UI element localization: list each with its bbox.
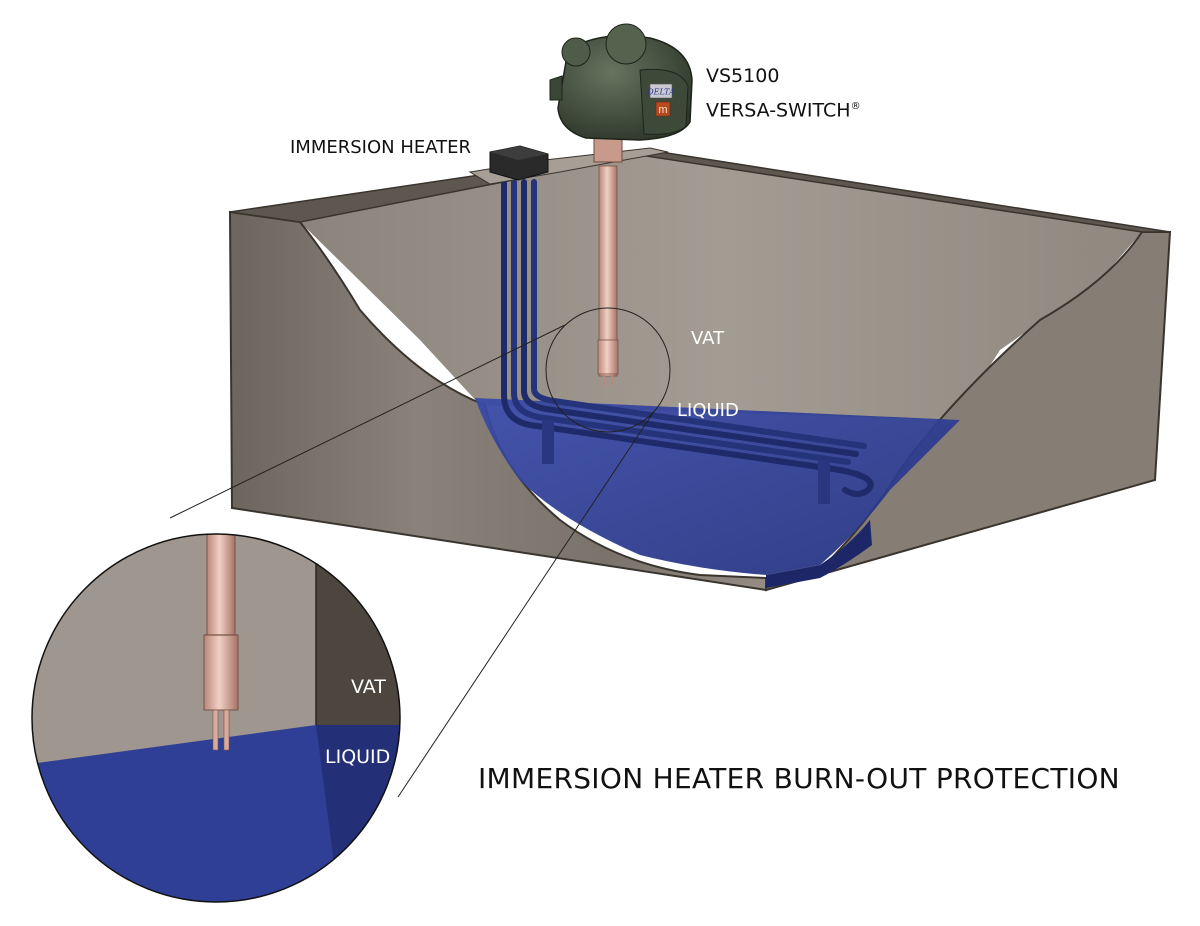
heater-bracket-right <box>818 460 830 504</box>
zoom-probe-stem <box>207 515 235 635</box>
label-liquid-zoom: LIQUID <box>325 746 390 768</box>
probe-tip-collar <box>598 340 618 374</box>
diagram-title: IMMERSION HEATER BURN-OUT PROTECTION <box>478 762 1120 795</box>
zoom-probe-sleeve <box>204 635 238 710</box>
switch-cover-left <box>562 38 590 66</box>
zoom-probe-prong-left <box>213 710 218 750</box>
heater-bracket-left <box>542 420 554 464</box>
label-vat: VAT <box>691 328 724 349</box>
label-model: VS5100 <box>706 64 779 88</box>
label-liquid: LIQUID <box>677 400 739 421</box>
label-product-mark: ® <box>851 101 861 112</box>
switch-mount-ear <box>550 76 562 100</box>
zoom-inset <box>30 515 406 910</box>
label-product-name: VERSA-SWITCH <box>706 99 851 121</box>
brand-logo: DELTA <box>646 88 675 97</box>
switch-cover-right <box>606 24 646 64</box>
label-product: VERSA-SWITCH® <box>706 95 861 122</box>
zoom-probe-prong-right <box>224 710 229 750</box>
label-vat-zoom: VAT <box>351 676 386 698</box>
badge-logo: m <box>658 104 667 116</box>
label-immersion-heater: IMMERSION HEATER <box>290 137 471 158</box>
